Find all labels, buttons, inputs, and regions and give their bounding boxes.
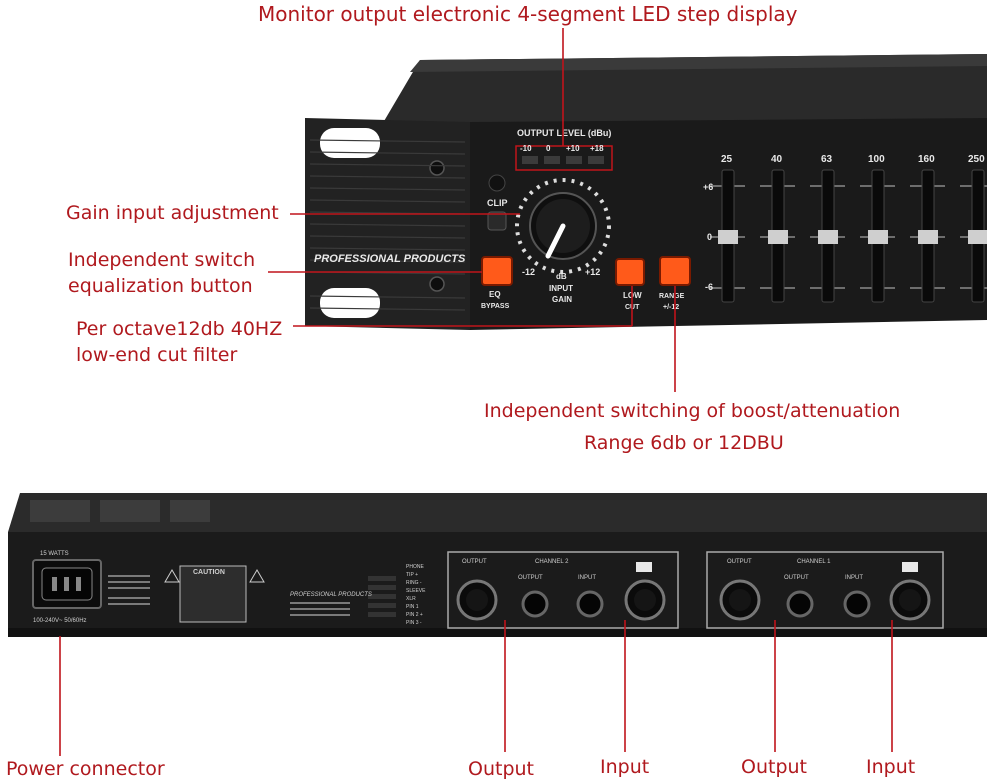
channel-2-jacks xyxy=(447,551,679,629)
band-freq-5: 160 xyxy=(918,154,935,165)
callout-gain: Gain input adjustment xyxy=(66,202,279,224)
power-inlet xyxy=(32,559,102,609)
eq-label-2: BYPASS xyxy=(481,303,510,310)
legend-2: TIP + xyxy=(406,572,418,578)
gain-knob xyxy=(515,178,611,274)
gain-unit: dB xyxy=(556,272,567,281)
callout-led-display: Monitor output electronic 4-segment LED … xyxy=(258,2,798,26)
callout-input-a: Input xyxy=(600,756,650,778)
legend-7: PIN 2 + xyxy=(406,612,423,618)
fader-scale-bot: -6 xyxy=(705,282,713,292)
channel-1-jacks xyxy=(706,551,944,629)
ch1-output-jack-label: OUTPUT xyxy=(784,575,809,581)
caution-label: CAUTION xyxy=(193,569,225,576)
led-tick-2: 0 xyxy=(546,144,551,153)
legend-8: PIN 3 - xyxy=(406,620,422,626)
band-freq-4: 100 xyxy=(868,154,885,165)
gain-label-2: GAIN xyxy=(552,295,572,304)
front-brand: PROFESSIONAL PRODUCTS xyxy=(314,253,466,265)
fader-bank xyxy=(710,169,987,303)
rear-brand: PROFESSIONAL PRODUCTS xyxy=(290,592,372,598)
callout-eq-switch-2: equalization button xyxy=(68,275,253,297)
band-freq-3: 63 xyxy=(821,154,833,165)
callout-output-a: Output xyxy=(468,758,534,780)
callout-lowcut-1: Per octave12db 40HZ xyxy=(76,318,283,340)
callout-output-b: Output xyxy=(741,756,807,778)
callout-lowcut-2: low-end cut filter xyxy=(76,344,238,366)
power-rating: 15 WATTS xyxy=(40,551,69,557)
band-freq-2: 40 xyxy=(771,154,783,165)
channel-2-label: CHANNEL 2 xyxy=(535,559,569,565)
callout-eq-switch-1: Independent switch xyxy=(68,249,256,271)
legend-6: PIN 1 xyxy=(406,604,419,610)
legend-4: SLEEVE xyxy=(406,588,426,594)
callout-range-1: Independent switching of boost/attenuati… xyxy=(484,400,901,422)
ch2-output-xlr-label: OUTPUT xyxy=(462,559,487,565)
fader-scale-mid: 0 xyxy=(707,232,712,242)
gain-label-1: INPUT xyxy=(549,284,573,293)
fader-scale-top: +6 xyxy=(703,182,713,192)
band-freq-6: 250 xyxy=(968,154,985,165)
range-label-2: +/-12 xyxy=(663,304,679,311)
legend-3: RING - xyxy=(406,580,422,586)
range-label-1: RANGE xyxy=(659,293,685,300)
channel-1-label: CHANNEL 1 xyxy=(797,559,831,565)
legend-1: PHONE xyxy=(406,564,424,570)
ch1-output-xlr-label: OUTPUT xyxy=(727,559,752,565)
output-level-title: OUTPUT LEVEL (dBu) xyxy=(517,128,611,138)
rear-unit: 15 WATTS 100-240V~ 50/60Hz CAUTION PROFE… xyxy=(8,493,987,637)
ch2-input-jack-label: INPUT xyxy=(578,575,596,581)
legend-5: XLR xyxy=(406,596,416,602)
voltage-label: 100-240V~ 50/60Hz xyxy=(33,618,87,624)
clip-label: CLIP xyxy=(487,198,508,208)
eq-label-1: EQ xyxy=(489,290,501,299)
led-tick-4: +18 xyxy=(590,144,604,153)
gain-min: -12 xyxy=(522,267,535,277)
led-tick-1: -10 xyxy=(520,144,532,153)
callout-input-b: Input xyxy=(866,756,916,778)
callout-power: Power connector xyxy=(6,758,165,780)
ch2-output-jack-label: OUTPUT xyxy=(518,575,543,581)
ch1-input-jack-label: INPUT xyxy=(845,575,863,581)
front-unit: PROFESSIONAL PRODUCTS OUTPUT LEVEL (dBu)… xyxy=(305,54,987,330)
band-freq-1: 25 xyxy=(721,154,733,165)
led-tick-3: +10 xyxy=(566,144,580,153)
gain-max: +12 xyxy=(585,267,600,277)
callout-range-2: Range 6db or 12DBU xyxy=(584,432,784,454)
callout-lines xyxy=(59,28,893,756)
